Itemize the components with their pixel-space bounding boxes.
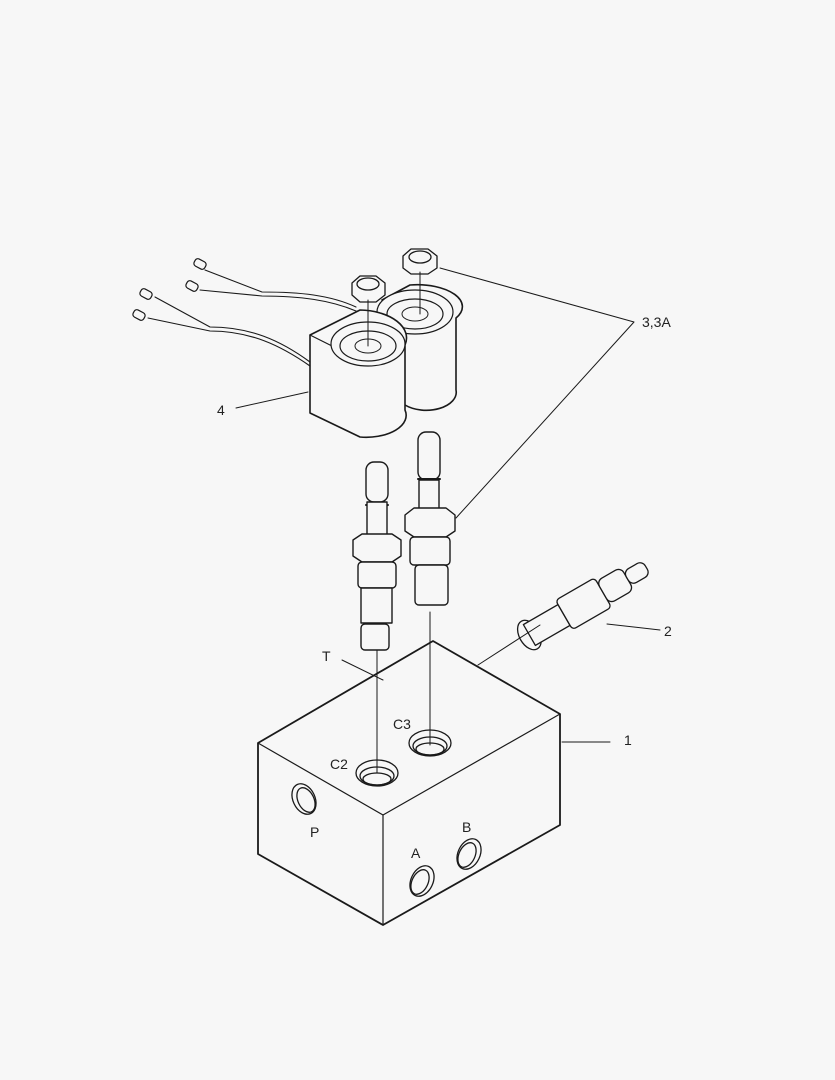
port-b-label: B: [462, 819, 472, 835]
callout-3-label: 3,3A: [642, 314, 671, 330]
coil-wires: [132, 258, 357, 367]
solenoid-cartridge-right: [404, 431, 456, 606]
solenoid-cartridge-left: [352, 461, 402, 651]
port-c3-label: C3: [393, 716, 411, 732]
callout-4-label: 4: [217, 402, 225, 418]
port-a-label: A: [411, 845, 421, 861]
port-p-label: P: [310, 824, 320, 840]
port-p-hole: [291, 783, 317, 815]
valve-block: [257, 640, 561, 926]
relief-cartridge: [516, 562, 649, 651]
port-t-label: T: [322, 648, 331, 664]
port-a-hole: [409, 865, 435, 897]
callout-1-label: 1: [624, 732, 632, 748]
port-b-hole: [456, 838, 482, 870]
solenoid-nuts: [351, 248, 438, 303]
solenoid-coil: [309, 283, 464, 439]
callout-2-label: 2: [664, 623, 672, 639]
leader-lines: [235, 267, 661, 774]
wire-terminals: [132, 258, 207, 321]
port-c2-label: C2: [330, 756, 348, 772]
